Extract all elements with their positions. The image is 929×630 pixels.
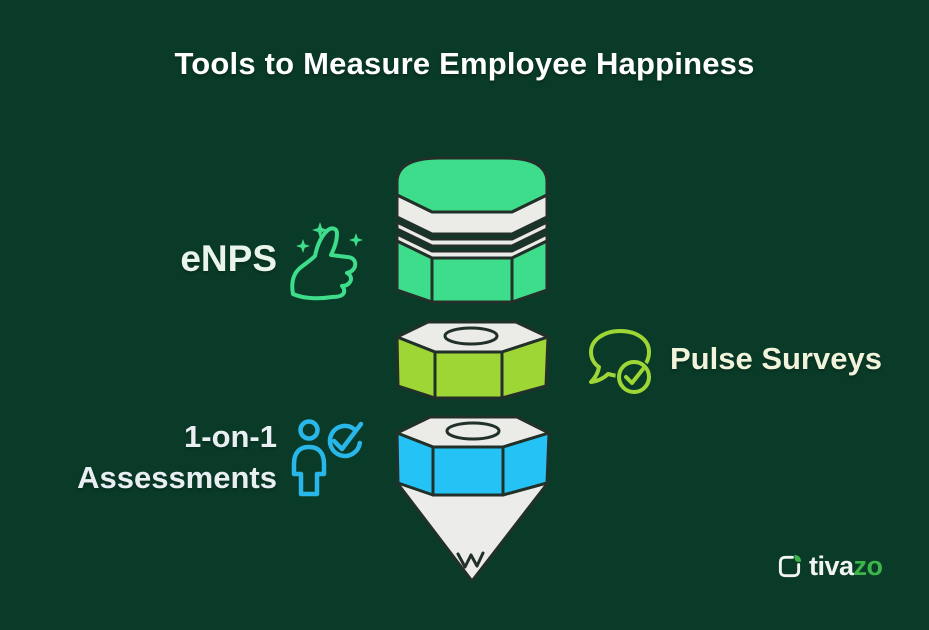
pulse-surveys-label: Pulse Surveys (670, 341, 882, 376)
pulse-surveys-nut (395, 320, 550, 400)
nut-hole (445, 421, 501, 441)
person-head (298, 419, 320, 441)
check-mark (331, 421, 364, 452)
label-line-1: 1-on-1 (184, 419, 277, 454)
enps-screw-head (395, 156, 549, 304)
drill-tip (396, 482, 549, 583)
screw-graphic (395, 156, 551, 583)
nut-hole (443, 326, 499, 346)
sparkles (296, 222, 363, 253)
tivazo-box-icon (778, 554, 802, 578)
chat-check-icon (589, 329, 653, 396)
label-line-2: Assessments (77, 460, 277, 495)
one-on-one-assessments-label: 1-on-1 Assessments (77, 416, 277, 498)
drill-tip-crack (456, 551, 485, 569)
assessments-nut (395, 415, 551, 497)
person-body (291, 444, 327, 497)
page-title: Tools to Measure Employee Happiness (174, 46, 755, 81)
brand-name: tivazo (809, 551, 883, 582)
brand-logo: tivazo (777, 551, 883, 582)
check-mark (624, 367, 645, 385)
brand-name-primary: tiva (809, 551, 854, 581)
check-circle-arc (327, 423, 363, 459)
enps-label: eNPS (180, 238, 277, 279)
speech-bubble (589, 329, 651, 384)
person-check-icon (291, 419, 364, 497)
check-circle (617, 360, 651, 394)
thumbs-up-outline (290, 226, 358, 301)
thumbs-up-sparkles-icon (290, 222, 363, 301)
brand-name-accent: zo (853, 551, 884, 581)
leaf-accent (794, 554, 802, 562)
